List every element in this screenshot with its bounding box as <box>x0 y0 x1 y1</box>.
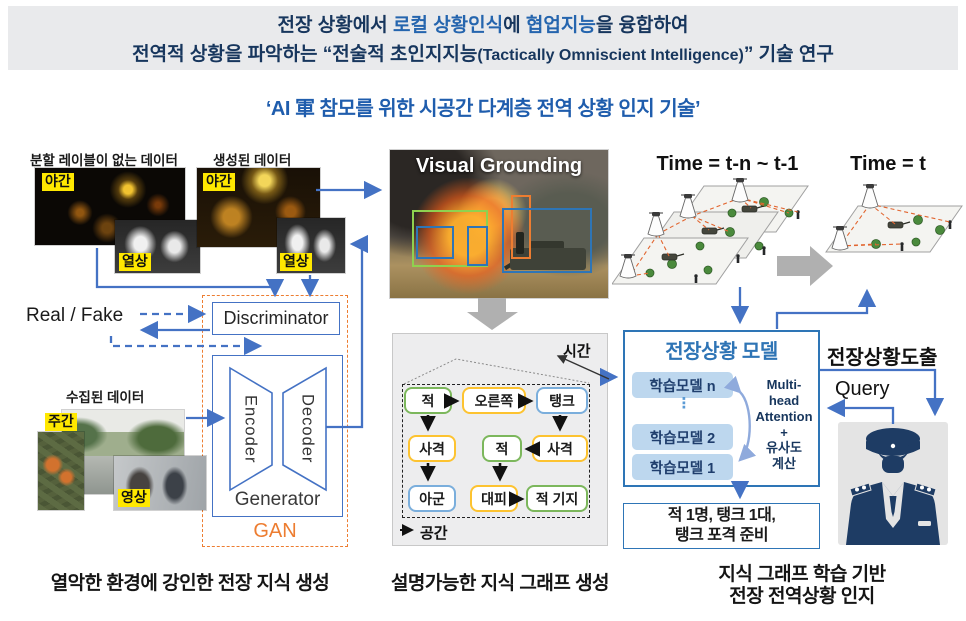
header-text: 전장 상황에서 <box>277 15 393 36</box>
attention-description: Multi- head Attention + 유사도 계산 <box>755 377 813 472</box>
drone-icon <box>831 184 879 251</box>
down-block-arrow-icon <box>467 298 518 330</box>
kg-node-enemy: 적 <box>404 387 452 414</box>
kg-node-evacuate: 대피 <box>470 485 518 512</box>
header-text: 을 융합하여 <box>595 15 689 36</box>
person-icon <box>694 210 800 283</box>
battlefield-model-title: 전장상황 모델 <box>665 341 778 363</box>
surveillance-link-lines <box>629 197 799 277</box>
night-tag: 야간 <box>42 173 74 191</box>
officer-pocket-badge <box>918 521 931 526</box>
discriminator-box: Discriminator <box>212 302 340 335</box>
time-axis-label: 시간 <box>563 343 591 360</box>
caption-gan: 열악한 환경에 강인한 전장 지식 생성 <box>50 573 330 594</box>
situation-output-box: 적 1명, 탱크 1대, 탱크 포격 준비 <box>623 503 820 549</box>
generator-label: Generator <box>234 489 321 510</box>
tank-turret-icon <box>530 241 564 252</box>
header-highlight: 로컬 상황인식 <box>392 15 504 36</box>
orange-bounding-box <box>511 195 531 259</box>
tree-icon <box>645 197 794 278</box>
header-line2: 전역적 상황을 파악하는 “전술적 초인지지능(Tactically Omnis… <box>8 40 958 69</box>
output-line1: 적 1명, 탱크 1대, <box>667 507 776 524</box>
real-fake-label: Real / Fake <box>26 305 124 326</box>
learning-model-1: 학습모델 1 <box>632 454 733 480</box>
soldier-image <box>38 432 84 510</box>
learning-model-n: 학습모델 n <box>632 372 733 398</box>
situation-derive-label: 전장상황도출 <box>827 347 938 369</box>
terrain-tile <box>612 185 809 285</box>
generated-data-caption: 생성된 데이터 <box>213 153 292 168</box>
header-text: ” 기술 연구 <box>743 44 834 66</box>
header-highlight: 협업지능 <box>525 15 596 36</box>
terrain-current <box>825 184 963 253</box>
caption-knowledge-graph: 설명가능한 지식 그래프 생성 <box>390 573 610 594</box>
caption-right-line2: 전장 전역상황 인지 <box>729 586 875 608</box>
learning-model-2: 학습모델 2 <box>632 424 733 450</box>
header-text: 전역적 상황을 파악하는 “전술적 초인지지능 <box>132 44 478 66</box>
officer-cap-emblem <box>890 443 896 449</box>
officer-tie <box>889 496 897 517</box>
kg-node-tank: 탱크 <box>536 387 588 414</box>
commander-panel <box>838 422 948 545</box>
thermal-tag: 열상 <box>280 253 312 271</box>
models-ellipsis: ⋮ <box>676 395 692 412</box>
tree-icon <box>871 215 945 249</box>
header-text: 에 <box>503 15 526 36</box>
kg-node-fire-right: 사격 <box>532 435 588 462</box>
gan-label: GAN <box>253 520 297 542</box>
header-english-text: (Tactically Omniscient Intelligence) <box>477 47 744 65</box>
officer-epaulette <box>849 482 937 497</box>
page-title: ‘AI 軍 참모를 위한 시공간 다계층 전역 상황 인지 기술’ <box>265 98 701 120</box>
caption-right-line1: 지식 그래프 학습 기반 <box>718 564 886 585</box>
header-banner: 전장 상황에서 로컬 상황인식에 협업지능을 융합하여 전역적 상황을 파악하는… <box>8 6 958 70</box>
unlabeled-data-caption: 분할 레이블이 없는 데이터 <box>30 153 178 168</box>
output-line2: 탱크 포격 준비 <box>674 527 769 544</box>
time-past-label: Time = t-n ~ t-1 <box>656 153 799 175</box>
tank-icon <box>661 205 765 261</box>
blue-bounding-box <box>467 226 488 266</box>
thermal-tag: 열상 <box>119 253 151 271</box>
knowledge-graph-dashed-box <box>402 384 590 518</box>
surveillance-link-lines <box>839 203 951 247</box>
tank-icon <box>887 221 911 229</box>
day-tag: 주간 <box>45 413 77 431</box>
video-tag: 영상 <box>118 489 150 507</box>
space-axis-label: 공간 <box>420 525 448 542</box>
person-silhouette-icon <box>516 232 524 254</box>
query-label: Query <box>835 378 890 400</box>
time-current-label: Time = t <box>850 153 926 175</box>
officer-icon <box>846 428 940 545</box>
terrain-stack-past <box>612 178 809 285</box>
visual-grounding-title: Visual Grounding <box>415 155 583 177</box>
decoder-label: Decoder <box>298 394 317 464</box>
encoder-label: Encoder <box>241 394 260 464</box>
kg-node-friendly: 아군 <box>408 485 456 512</box>
caption-global-situation: 지식 그래프 학습 기반 전장 전역상황 인지 <box>668 564 936 609</box>
drone-icon <box>619 178 749 279</box>
person-icon <box>900 220 952 251</box>
kg-node-fire-left: 사격 <box>408 435 456 462</box>
night-tag: 야간 <box>203 173 235 191</box>
kg-node-enemy-base: 적 기지 <box>526 485 588 512</box>
visual-grounding-image: Visual Grounding <box>390 150 608 298</box>
blue-bounding-box <box>416 226 454 259</box>
collected-data-caption: 수집된 데이터 <box>66 390 145 405</box>
kg-node-right: 오른쪽 <box>462 387 526 414</box>
blue-bounding-box <box>502 208 592 273</box>
header-line1: 전장 상황에서 로컬 상황인식에 협업지능을 융합하여 <box>8 11 958 40</box>
kg-node-enemy-mid: 적 <box>482 435 522 462</box>
